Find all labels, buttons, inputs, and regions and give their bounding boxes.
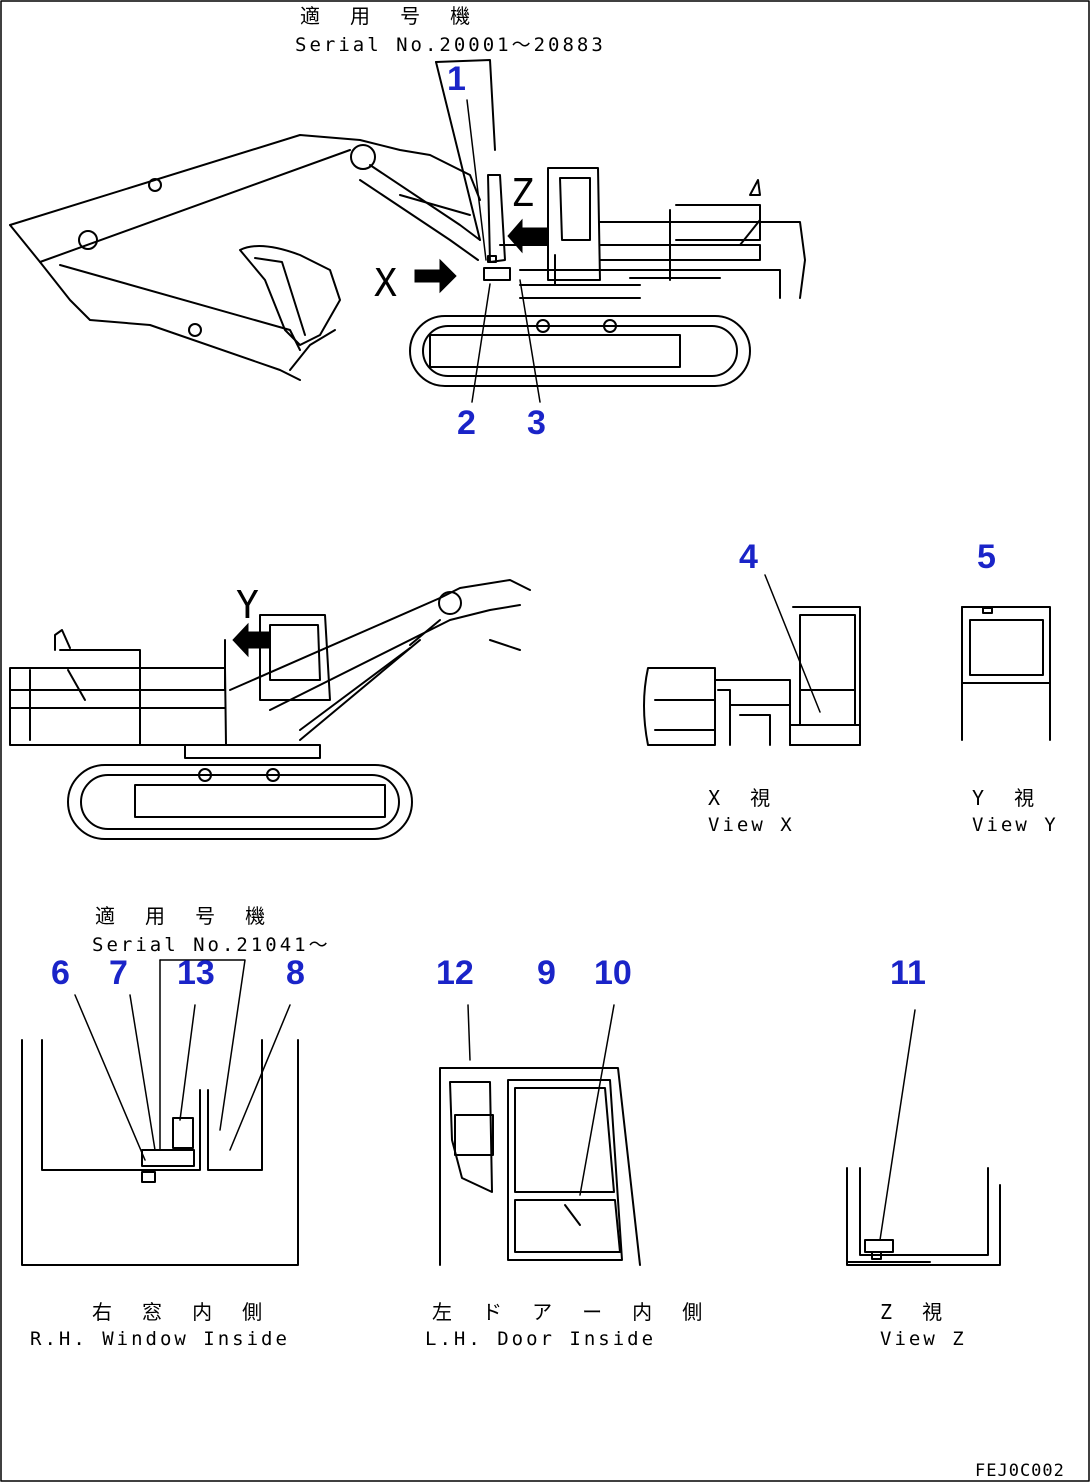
view-marker-y: Y (236, 583, 259, 627)
callout-9: 9 (537, 954, 556, 992)
view-x-drawing (643, 574, 861, 746)
callout-12: 12 (436, 954, 474, 992)
excavator-left-facing (9, 59, 806, 403)
callout-8: 8 (286, 954, 305, 992)
view-x-caption-en: View X (708, 814, 795, 836)
rh-window-caption-en: R.H. Window Inside (30, 1328, 290, 1350)
view-y-drawing (961, 606, 1051, 741)
view-y-caption-jp: Y 視 (972, 786, 1044, 810)
callout-13: 13 (177, 954, 215, 992)
rh-window-caption-jp: 右 窓 内 側 (92, 1300, 272, 1324)
callout-7: 7 (109, 954, 128, 992)
view-x-caption-jp: X 視 (708, 786, 780, 810)
drawing-code: FEJ0C002 (975, 1461, 1065, 1481)
view-marker-z: Z (511, 171, 534, 215)
view-marker-x: X (374, 261, 397, 305)
view-z-caption-en: View Z (880, 1328, 967, 1350)
applicable-serial-heading-1: 適 用 号 機 (300, 4, 480, 28)
view-z-drawing (846, 1009, 1001, 1266)
callout-3: 3 (527, 404, 546, 442)
callout-4: 4 (739, 538, 758, 576)
rh-window-drawing (21, 959, 299, 1266)
callout-2: 2 (457, 404, 476, 442)
lh-door-caption-jp: 左 ド ア ー 内 側 (432, 1300, 712, 1324)
serial-range-1: Serial No.20001～20883 (295, 34, 606, 56)
callout-1: 1 (447, 60, 466, 98)
callout-6: 6 (51, 954, 70, 992)
view-z-caption-jp: Z 視 (880, 1300, 952, 1324)
callout-5: 5 (977, 538, 996, 576)
view-y-caption-en: View Y (972, 814, 1059, 836)
applicable-serial-heading-2: 適 用 号 機 (95, 904, 275, 928)
callout-11: 11 (890, 954, 926, 992)
lh-door-caption-en: L.H. Door Inside (425, 1328, 657, 1350)
callout-10: 10 (594, 954, 632, 992)
excavator-right-facing (9, 579, 531, 840)
serial-range-2: Serial No.21041～ (92, 934, 331, 956)
lh-door-drawing (439, 1004, 641, 1266)
